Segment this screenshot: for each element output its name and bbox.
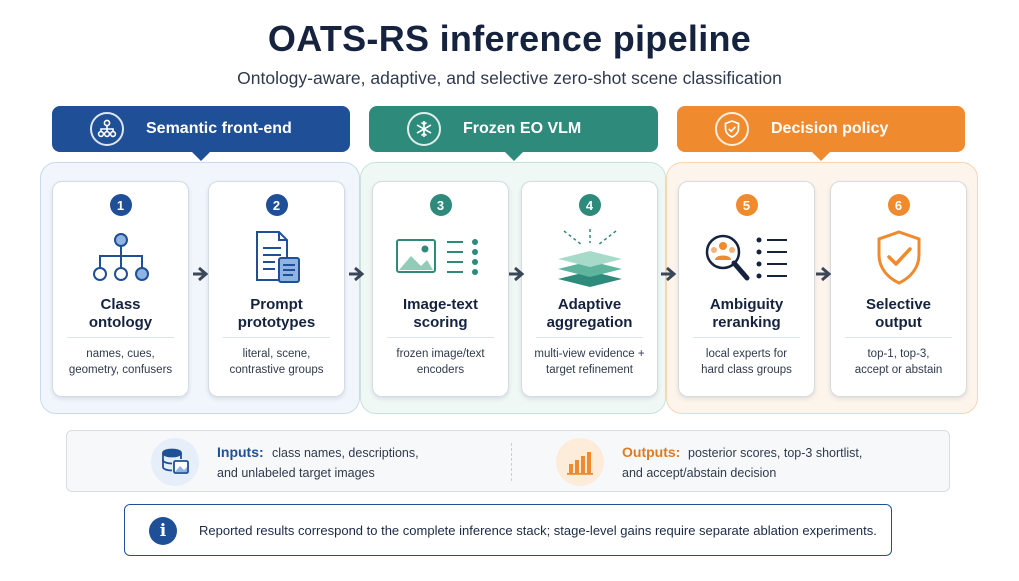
group-header-label: Semantic front-end (146, 120, 292, 137)
bar-chart-icon (556, 438, 604, 486)
step-number: 5 (735, 194, 758, 216)
page-title: OATS-RS inference pipeline (267, 18, 752, 59)
inputs-line-1: class names, descriptions, (272, 446, 419, 460)
group-header-decision-policy: Decision policy (677, 106, 965, 161)
step-description: multi-view evidence +target refinement (534, 348, 645, 376)
documents-icon (209, 226, 344, 290)
outputs-label: Outputs: (622, 444, 681, 460)
step-number: 3 (429, 194, 452, 216)
divider (387, 337, 494, 338)
flow-arrow-icon (349, 266, 365, 282)
database-image-icon (151, 438, 199, 486)
inputs-label: Inputs: (217, 444, 264, 460)
flow-arrow-icon (661, 266, 677, 282)
step-description: names, cues,geometry, confusers (68, 348, 173, 376)
image-text-icon (373, 226, 508, 290)
search-list-icon (679, 226, 814, 290)
inputs-line-2: and unlabeled target images (217, 466, 375, 480)
hierarchy-icon (90, 112, 124, 146)
group-header-frozen-eo-vlm: Frozen EO VLM (369, 106, 658, 161)
divider (693, 337, 800, 338)
inputs-outputs-panel: Inputs: class names, descriptions, and u… (66, 430, 950, 492)
step-description: literal, scene,contrastive groups (229, 348, 324, 376)
divider (536, 337, 643, 338)
snowflake-icon (407, 112, 441, 146)
step-number: 6 (887, 194, 910, 216)
step-number: 1 (109, 194, 132, 216)
footnote-box: i Reported results correspond to the com… (124, 504, 892, 556)
step-description: top-1, top-3,accept or abstain (854, 348, 943, 376)
info-icon: i (149, 517, 177, 545)
io-divider (511, 443, 512, 481)
group-header-semantic-front-end: Semantic front-end (52, 106, 350, 161)
outputs-line-1: posterior scores, top-3 shortlist, (688, 446, 863, 460)
divider (223, 337, 330, 338)
flow-arrow-icon (193, 266, 209, 282)
layers-icon (522, 226, 657, 290)
shield-check-icon (715, 112, 749, 146)
shield-check-icon (831, 226, 966, 290)
class-tree-icon (53, 226, 188, 290)
divider (67, 337, 174, 338)
footnote-text: Reported results correspond to the compl… (199, 523, 877, 538)
page-subtitle: Ontology-aware, adaptive, and selective … (237, 68, 782, 88)
step-number: 2 (265, 194, 288, 216)
step-number: 4 (578, 194, 601, 216)
flow-arrow-icon (816, 266, 832, 282)
flow-arrow-icon (509, 266, 525, 282)
outputs-line-2: and accept/abstain decision (622, 466, 777, 480)
group-header-label: Frozen EO VLM (463, 120, 582, 137)
group-header-label: Decision policy (771, 120, 889, 137)
divider (845, 337, 952, 338)
